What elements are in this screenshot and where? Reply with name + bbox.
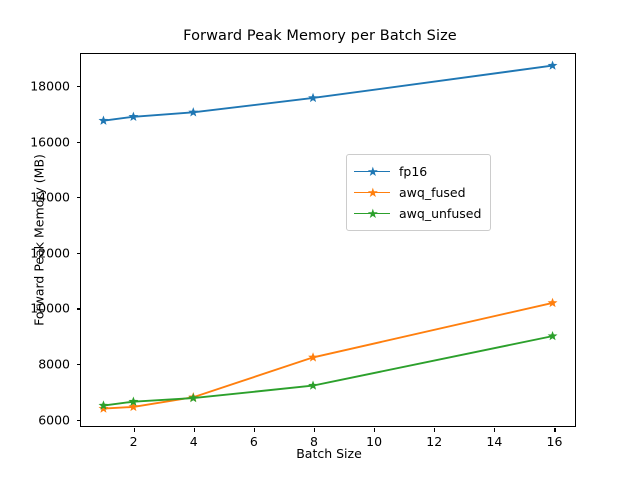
data-point-marker	[308, 352, 318, 362]
chart-title: Forward Peak Memory per Batch Size	[183, 28, 457, 44]
data-point-marker	[128, 396, 139, 406]
x-tick-label: 14	[486, 434, 503, 449]
data-point-marker	[98, 400, 109, 410]
plot-area: Forward Peak Memory (MB) Batch Size 6000…	[30, 53, 576, 461]
y-tick-label: 12000	[30, 245, 70, 261]
x-tick-label: 6	[249, 434, 258, 449]
data-point-marker	[98, 403, 109, 413]
legend-label: fp16	[399, 164, 428, 179]
legend: ★ fp16 ★ awq_fused ★ awq_unfused	[346, 154, 492, 231]
legend-line	[354, 170, 390, 173]
series-line-awq_unfused	[103, 335, 553, 407]
y-tick-mark	[77, 252, 81, 254]
y-tick-label: 10000	[30, 300, 70, 316]
y-tick-mark	[77, 419, 81, 421]
y-tick-mark	[77, 364, 81, 366]
x-tick-mark	[133, 428, 135, 432]
x-tick-mark	[374, 428, 376, 432]
legend-label: awq_unfused	[399, 206, 482, 221]
y-tick-label: 18000	[30, 78, 70, 94]
legend-item-fp16[interactable]: ★ fp16	[354, 161, 481, 182]
x-tick-mark	[434, 428, 436, 432]
x-tick-mark	[313, 428, 316, 432]
y-tick-label: 14000	[30, 189, 70, 205]
data-point-marker	[308, 380, 318, 390]
star-marker-icon: ★	[367, 185, 379, 201]
y-tick-label: 6000	[38, 412, 70, 428]
data-point-marker	[188, 107, 199, 117]
data-point-marker	[128, 111, 139, 121]
legend-swatch-icon: ★	[354, 207, 390, 221]
legend-item-awq_unfused[interactable]: ★ awq_unfused	[354, 203, 481, 224]
x-tick-label: 12	[426, 434, 443, 449]
x-tick-mark	[554, 428, 556, 432]
x-tick-label: 4	[189, 434, 198, 449]
y-tick-mark	[77, 85, 81, 88]
legend-line	[354, 212, 390, 215]
y-tick-mark	[77, 141, 81, 143]
y-tick-label: 16000	[30, 134, 70, 150]
star-marker-icon: ★	[367, 164, 379, 180]
x-tick-label: 16	[546, 434, 563, 449]
data-point-marker	[547, 330, 558, 341]
legend-line	[354, 191, 390, 194]
data-point-marker	[547, 297, 558, 308]
legend-label: awq_fused	[399, 185, 466, 200]
x-tick-mark	[253, 428, 255, 432]
series-canvas	[98, 60, 558, 413]
legend-swatch-icon: ★	[354, 186, 390, 200]
x-axis-label: Batch Size	[296, 446, 362, 461]
data-point-marker	[128, 401, 139, 412]
data-point-marker	[547, 60, 558, 70]
x-tick-label: 10	[366, 434, 383, 449]
y-tick-mark	[77, 197, 81, 199]
data-point-marker	[188, 392, 199, 403]
series-line-awq_fused	[103, 302, 553, 410]
x-tick-label: 2	[129, 434, 138, 449]
legend-item-awq_fused[interactable]: ★ awq_fused	[354, 182, 481, 203]
star-marker-icon: ★	[367, 206, 379, 222]
x-tick-label: 8	[309, 434, 318, 449]
y-tick-label: 8000	[38, 356, 70, 372]
legend-swatch-icon: ★	[354, 165, 390, 179]
x-tick-mark	[494, 428, 496, 432]
x-tick-mark	[193, 428, 195, 432]
data-point-marker	[308, 92, 318, 103]
y-tick-mark	[77, 308, 81, 310]
data-point-marker	[98, 115, 109, 125]
series-line-fp16	[103, 64, 553, 122]
